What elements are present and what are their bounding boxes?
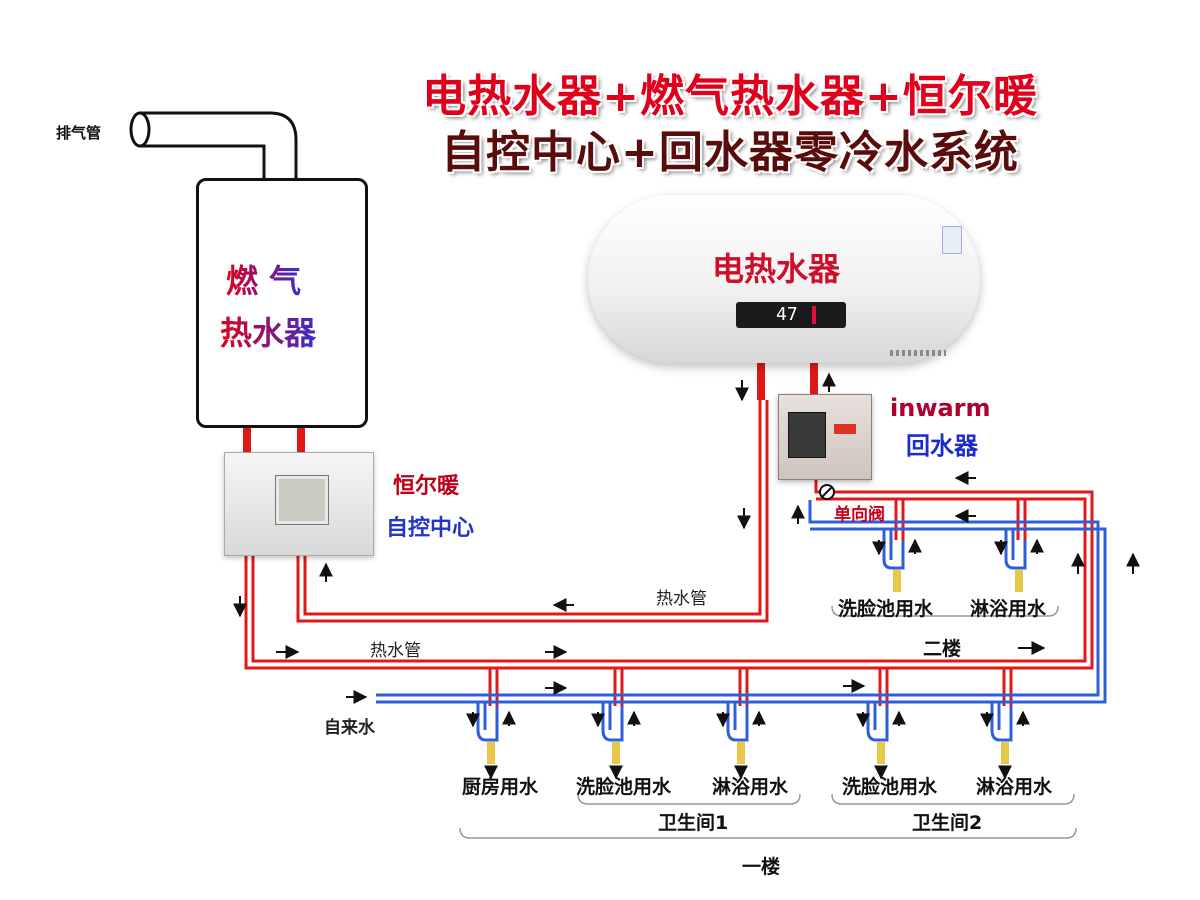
- check-valve-label: 单向阀: [834, 505, 885, 525]
- recirculator-name: 回水器: [906, 432, 978, 460]
- heater-display-panel: [736, 302, 846, 328]
- control-center-label-1: 恒尔暖: [393, 474, 460, 499]
- first-floor-label: 一楼: [742, 856, 781, 878]
- recirculator-brand: inwarm: [890, 394, 991, 422]
- first-floor-fixture-shower-1: 淋浴用水: [712, 776, 789, 798]
- heater-vent-icon: [890, 350, 946, 356]
- gas-heater-outlets: [243, 422, 305, 454]
- check-valve: [819, 484, 835, 500]
- title-line-1: 电热水器+燃气热水器+恒尔暖: [422, 71, 1038, 122]
- tap-outlets: [487, 570, 1023, 764]
- gas-heater-name-line-1: 燃 气: [226, 256, 301, 302]
- flow-arrows: [233, 372, 1140, 780]
- gas-heater-name-line-2: 热水器: [220, 308, 316, 354]
- electric-heater-stubs: [757, 360, 818, 400]
- bathroom-2-label: 卫生间2: [912, 812, 983, 834]
- gas-water-heater: [196, 178, 368, 428]
- first-floor-fixture-kitchen: 厨房用水: [462, 776, 539, 798]
- heater-indicator-icon: [812, 306, 816, 324]
- second-floor-label: 二楼: [923, 638, 962, 660]
- exhaust-pipe-label: 排气管: [56, 124, 102, 142]
- title-line-2: 自控中心+回水器零冷水系统: [441, 127, 1019, 178]
- recirculator-tag-icon: [834, 424, 856, 434]
- energy-label-icon: [942, 226, 962, 254]
- first-floor-fixture-shower-2: 淋浴用水: [976, 776, 1053, 798]
- group-brackets: [459, 605, 1077, 839]
- first-floor-fixture-basin-1: 洗脸池用水: [576, 776, 672, 798]
- bathroom-1-label: 卫生间1: [658, 812, 729, 834]
- inlet-water-label: 自来水: [324, 718, 375, 738]
- control-center-label-2: 自控中心: [386, 516, 475, 541]
- first-floor-fixture-basin-2: 洗脸池用水: [842, 776, 938, 798]
- electric-water-heater: [588, 195, 980, 363]
- control-center-screen: [275, 475, 329, 525]
- exhaust-pipe: [129, 111, 298, 182]
- mixer-fittings: [476, 540, 1027, 742]
- hot-pipe-label-upper: 热水管: [656, 589, 707, 609]
- heater-temperature-readout: 47: [776, 304, 798, 325]
- hot-pipe-label-lower: 热水管: [370, 641, 421, 661]
- second-floor-fixture-basin: 洗脸池用水: [838, 598, 934, 620]
- second-floor-fixture-shower: 淋浴用水: [970, 598, 1047, 620]
- hot-pipe-network: [244, 400, 1094, 706]
- recirculator-screen: [788, 412, 826, 458]
- electric-heater-name: 电热水器: [712, 250, 841, 288]
